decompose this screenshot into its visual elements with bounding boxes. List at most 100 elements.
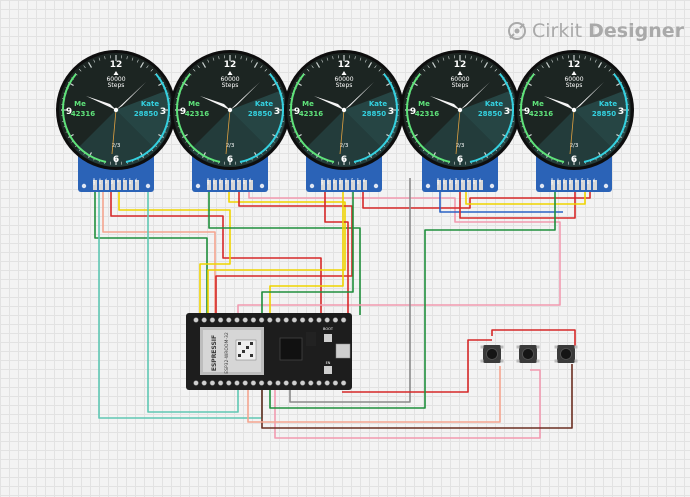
mcu-pin-top[interactable] [234, 317, 240, 323]
mcu-pin-top[interactable] [217, 317, 224, 323]
steps-marker-icon [341, 71, 347, 75]
tick-mark [207, 59, 210, 63]
wire-10[interactable] [237, 192, 561, 315]
mcu-pin-bottom[interactable] [209, 380, 216, 386]
wire-21[interactable] [261, 364, 573, 429]
mcu-pin-top[interactable] [299, 317, 306, 323]
tick-mark [589, 57, 592, 61]
mcu-pin-top[interactable] [291, 317, 298, 323]
mcu-pin-bottom[interactable] [250, 380, 257, 386]
mcu-pin-bottom[interactable] [267, 380, 273, 386]
mcu-pin-bottom[interactable] [308, 380, 314, 386]
button-3[interactable] [554, 345, 578, 363]
wire-14[interactable] [362, 186, 591, 209]
pin-label-sda: SDA [568, 177, 572, 184]
wire-6[interactable] [147, 184, 239, 413]
mcu-pin-bottom[interactable] [226, 380, 232, 386]
progress-arc-left [290, 73, 335, 163]
mcu-pin-bottom[interactable] [332, 380, 339, 386]
wire-3[interactable] [110, 192, 322, 315]
header-pin [437, 180, 441, 190]
wire-2[interactable] [102, 192, 216, 315]
wire-23[interactable] [269, 192, 556, 409]
button-2[interactable] [516, 345, 540, 363]
mcu-pin-bottom[interactable] [283, 380, 289, 386]
mount-hole [309, 183, 315, 189]
wire-9[interactable] [215, 192, 353, 315]
tick-mark [422, 68, 426, 72]
mcu-pin-bottom[interactable] [242, 380, 248, 386]
tick-mark [584, 56, 586, 60]
minute-hand [574, 82, 604, 110]
wire-1[interactable] [94, 192, 208, 315]
wire-11[interactable] [324, 192, 349, 315]
cirkit-logo-icon [508, 22, 526, 40]
wire-19[interactable] [342, 339, 492, 393]
mcu-pin-top[interactable] [267, 317, 273, 323]
wire-16[interactable] [439, 190, 563, 213]
tick-mark [597, 62, 603, 68]
mcu-pin-bottom[interactable] [299, 380, 306, 386]
wire-22[interactable] [247, 366, 501, 423]
mcu-pin-top[interactable] [242, 317, 248, 323]
mcu-pin-bottom[interactable] [340, 380, 347, 386]
minute-hand [460, 82, 490, 110]
mcu-pin-bottom[interactable] [316, 380, 322, 386]
pin-label-sda: SDA [454, 177, 458, 184]
mcu-pin-top[interactable] [209, 317, 216, 323]
button-1[interactable] [480, 345, 504, 363]
mcu-pin-bottom[interactable] [234, 380, 240, 386]
mcu-pin-top[interactable] [201, 317, 207, 323]
mcu-pin-top[interactable] [275, 317, 281, 323]
mcu-pin-top[interactable] [226, 317, 232, 323]
button-cap[interactable] [522, 348, 534, 360]
boot-button[interactable] [324, 334, 332, 342]
mcu-pin-top[interactable] [250, 317, 257, 323]
usb-port[interactable] [335, 343, 351, 359]
button-cap[interactable] [486, 348, 498, 360]
mcu-pin-bottom[interactable] [275, 380, 281, 386]
qr-dot [250, 342, 253, 345]
tick-mark [201, 62, 207, 68]
buttons-layer [480, 345, 578, 363]
wire-24[interactable] [491, 329, 576, 346]
wire-7[interactable] [208, 192, 361, 315]
button-leg [480, 345, 484, 349]
wire-4[interactable] [118, 192, 231, 315]
mcu-pin-top[interactable] [324, 317, 330, 323]
mcu-pin-top[interactable] [316, 317, 322, 323]
mcu-pin-top[interactable] [308, 317, 314, 323]
mcu-pin-bottom[interactable] [217, 380, 224, 386]
pin-label-bl: BL [592, 178, 596, 182]
left-name: Me [302, 100, 314, 108]
mcu-pin-top[interactable] [283, 317, 289, 323]
pin-label-dc: DC [230, 178, 234, 182]
wire-18[interactable] [465, 192, 586, 205]
mcu-pin-top[interactable] [258, 317, 265, 323]
header-pin [351, 180, 355, 190]
pin-label-dc: DC [116, 178, 120, 182]
mcu-pin-bottom[interactable] [258, 380, 265, 386]
button-cap[interactable] [560, 348, 572, 360]
mcu-pin-bottom[interactable] [193, 380, 199, 386]
mcu-pin-top[interactable] [332, 317, 339, 323]
wire-12[interactable] [269, 192, 344, 315]
tick-mark [480, 59, 483, 63]
mcu-pin-bottom[interactable] [291, 380, 298, 386]
mcu-pin-top[interactable] [193, 317, 199, 323]
wire-8[interactable] [207, 192, 346, 315]
mcu-pin-bottom[interactable] [201, 380, 207, 386]
en-button[interactable] [324, 366, 332, 374]
wire-13[interactable] [261, 192, 354, 315]
mcu-pin-top[interactable] [340, 317, 347, 323]
wire-17[interactable] [459, 192, 576, 219]
wire-15[interactable] [289, 178, 411, 403]
mcu-pin-bottom[interactable] [324, 380, 330, 386]
